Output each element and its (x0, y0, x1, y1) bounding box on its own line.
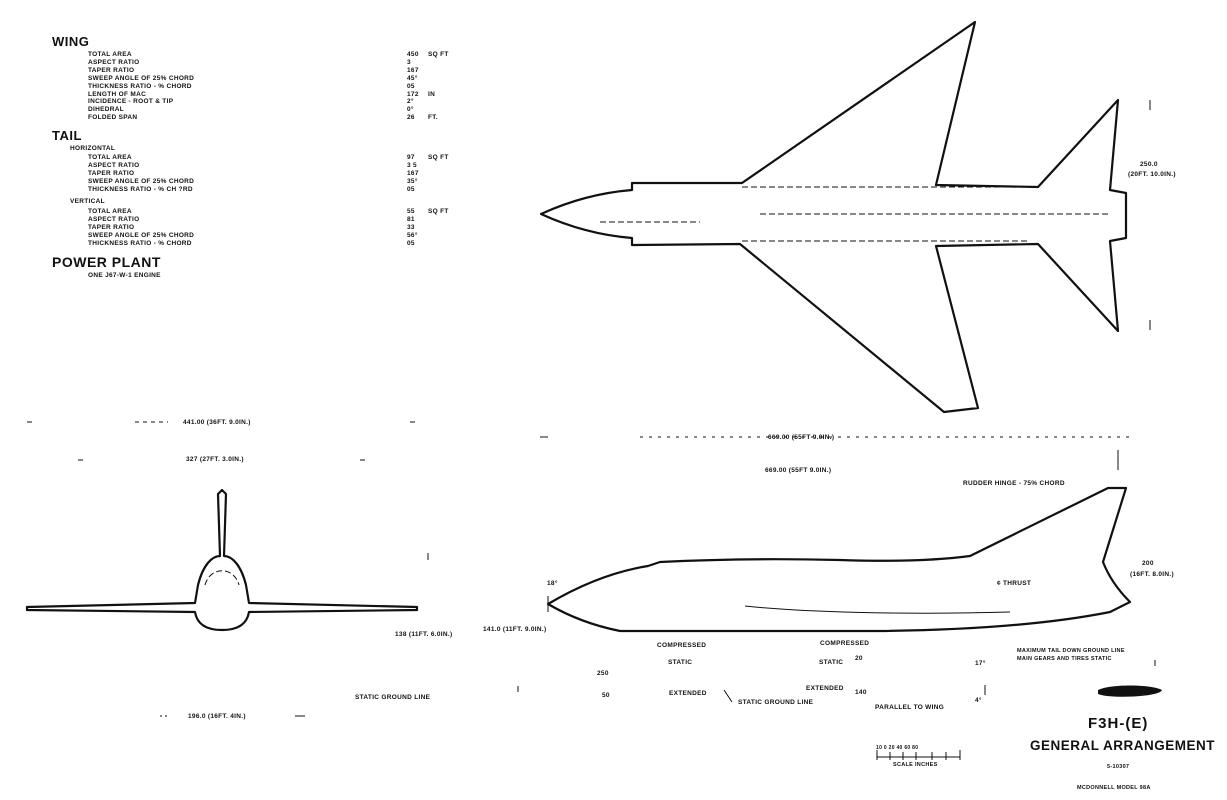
spec-label: THICKNESS RATIO - % CH ?RD (88, 185, 193, 193)
spec-value: 33 (407, 223, 415, 231)
spec-label: LENGTH OF MAC (88, 90, 147, 98)
spec-value: 450 (407, 51, 419, 58)
label-50: 50 (602, 692, 610, 699)
spec-value: 45° (407, 74, 418, 82)
spec-value: 26 (407, 114, 415, 122)
scale-label: SCALE INCHES (893, 762, 938, 768)
spec-label: SWEEP ANGLE OF 25% CHORD (88, 177, 195, 185)
dim-tread: 196.0 (16FT. 4IN.) (188, 713, 246, 720)
label-140: 140 (855, 689, 867, 696)
dim-height-141: 141.0 (11FT. 9.0IN.) (483, 626, 547, 633)
dim-height-side-ft: (16FT. 8.0IN.) (1130, 571, 1174, 578)
spec-value: 05 (407, 185, 415, 193)
label-static-nose: STATIC (668, 659, 693, 666)
dim-span-tail: 327 (27FT. 3.0IN.) (186, 456, 244, 463)
spec-label: SWEEP ANGLE OF 25% CHORD (88, 74, 195, 82)
wing-heading: WING (52, 34, 90, 49)
dim-height-front: 138 (11FT. 6.0IN.) (395, 631, 453, 638)
label-compressed-main: COMPRESSED (820, 640, 870, 647)
spec-value: 2° (407, 98, 414, 106)
front-view-outline (25, 488, 419, 632)
scale-bar (876, 750, 961, 760)
label-static-ground-line-front: STATIC GROUND LINE (355, 694, 431, 701)
spec-label: TAPER RATIO (88, 169, 135, 177)
dim-height-side: 200 (1142, 560, 1154, 567)
spec-label: ASPECT RATIO (88, 215, 140, 223)
spec-value: 167 (407, 169, 419, 177)
drawing-number: 5-10307 (1107, 764, 1130, 770)
spec-label: SWEEP ANGLE OF 25% CHORD (88, 231, 195, 239)
power-plant-heading: POWER PLANT (52, 254, 161, 270)
drawing-model: F3H-(E) (1088, 715, 1149, 732)
spec-label: THICKNESS RATIO - % CHORD (88, 82, 192, 90)
tail-horizontal-subheading: HORIZONTAL (70, 145, 116, 152)
tail-vertical-subheading: VERTICAL (70, 198, 105, 205)
spec-value: 167 (407, 66, 419, 74)
label-angle-18: 18° (547, 580, 558, 587)
power-plant-engine: ONE J67-W-1 ENGINE (88, 272, 161, 279)
spec-value: 05 (407, 239, 415, 247)
redaction-mark (1098, 685, 1162, 697)
label-250: 250 (597, 670, 609, 677)
spec-label: INCIDENCE - ROOT & TIP (88, 98, 174, 106)
label-main-gears: MAIN GEARS AND TIRES STATIC (1017, 656, 1112, 662)
spec-label: ASPECT RATIO (88, 161, 140, 169)
label-max-tail-down: MAXIMUM TAIL DOWN GROUND LINE (1017, 648, 1125, 654)
spec-value: 81 (407, 215, 415, 223)
dim-tail-span-top-ft: (20FT. 10.0IN.) (1128, 171, 1176, 178)
spec-value: 05 (407, 82, 415, 90)
spec-label: ASPECT RATIO (88, 58, 140, 66)
spec-label: TAPER RATIO (88, 66, 135, 74)
label-angle-4: 4° (975, 697, 982, 704)
spec-label: THICKNESS RATIO - % CHORD (88, 239, 192, 247)
spec-label: TOTAL AREA (88, 208, 132, 215)
spec-label: TOTAL AREA (88, 51, 132, 58)
spec-unit: IN (428, 90, 436, 98)
dim-length-top: 669.00 (55FT 9.0IN.) (768, 434, 835, 441)
dim-length-side: 669.00 (55FT 9.0IN.) (765, 467, 832, 474)
spec-value: 3 (407, 58, 411, 66)
spec-label: TOTAL AREA (88, 154, 132, 161)
spec-unit: SQ FT (428, 208, 449, 215)
spec-value: 55 (407, 208, 415, 215)
label-thrust: ¢ THRUST (997, 580, 1032, 587)
label-static-main: STATIC (819, 659, 844, 666)
scale-numbers: 10 0 20 40 60 80 (876, 745, 919, 751)
spec-value: 3 5 (407, 161, 417, 169)
plan-view-outline (539, 20, 1128, 414)
label-parallel-to-wing: PARALLEL TO WING (875, 704, 945, 711)
spec-value: 172 (407, 90, 419, 98)
spec-unit: FT. (428, 114, 438, 122)
label-20: 20 (855, 655, 863, 662)
spec-label: TAPER RATIO (88, 223, 135, 231)
label-extended-nose: EXTENDED (669, 690, 707, 697)
tail-heading: TAIL (52, 128, 82, 143)
spec-value: 97 (407, 154, 415, 161)
spec-label: FOLDED SPAN (88, 114, 138, 122)
label-compressed-nose: COMPRESSED (657, 642, 707, 649)
side-view-outline (546, 486, 1132, 633)
spec-unit: SQ FT (428, 154, 449, 161)
label-extended-main: EXTENDED (806, 685, 844, 692)
spec-unit: SQ FT (428, 51, 449, 58)
dim-span-overall: 441.00 (36FT. 9.0IN.) (183, 419, 251, 426)
label-static-ground-line-side: STATIC GROUND LINE (738, 699, 814, 706)
dim-tail-span-top: 250.0 (1140, 161, 1158, 168)
label-rudder-hinge: RUDDER HINGE - 75% CHORD (963, 480, 1065, 487)
drawing-maker: MCDONNELL MODEL 98A (1077, 785, 1151, 791)
spec-value: 56° (407, 231, 418, 239)
spec-value: 35° (407, 177, 418, 185)
drawing-title: GENERAL ARRANGEMENT (1030, 738, 1216, 753)
spec-label: DIHEDRAL (88, 106, 124, 114)
label-angle-17: 17° (975, 660, 986, 667)
spec-value: 0° (407, 106, 414, 114)
